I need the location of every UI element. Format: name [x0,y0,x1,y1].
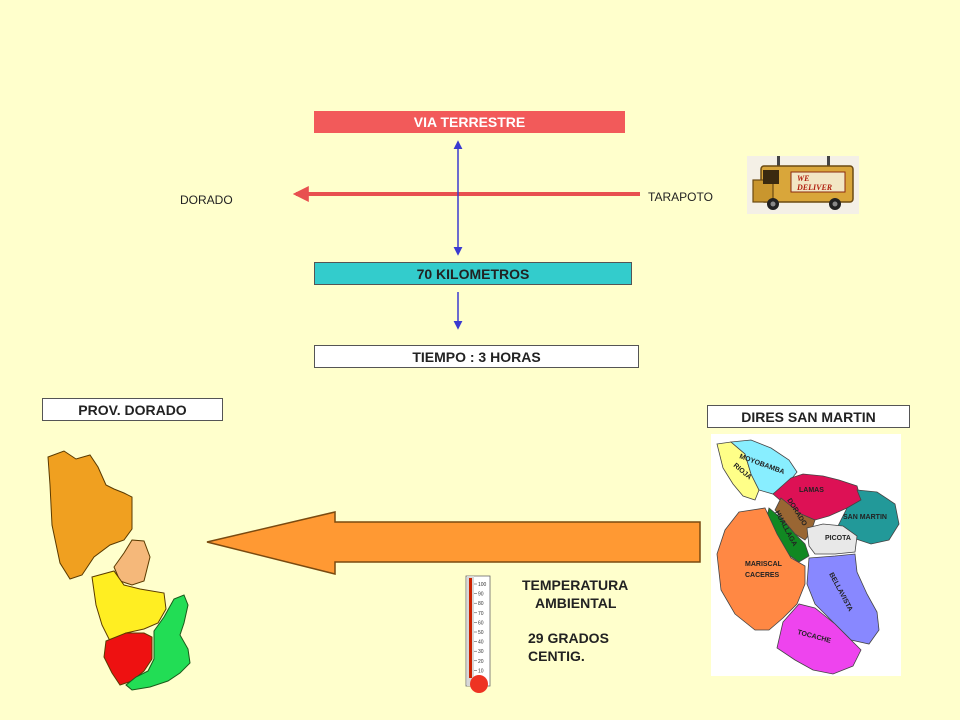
thermometer-tick-label: 50 [478,630,484,636]
dorado-province-map [47,450,191,691]
region-san-martin [836,489,900,545]
district-yellow [91,570,167,642]
thermometer-tick-label: 80 [478,601,484,607]
big-arrow [206,511,701,575]
label-lamas: LAMAS [799,487,824,494]
prov-dorado-label: PROV. DORADO [78,401,187,418]
thermometer-tick-label: 60 [478,620,484,626]
temperature-value1: 29 GRADOS [528,630,609,646]
time-box: TIEMPO : 3 HORAS [314,345,639,368]
temperature-title: TEMPERATURA AMBIENTAL [522,576,628,612]
district-peach [113,539,151,586]
temperature-value: 29 GRADOS CENTIG. [528,629,609,665]
region-mariscal-caceres [716,507,806,631]
district-green [125,594,191,691]
destination-label: DORADO [180,193,233,207]
district-red [103,632,153,686]
thermometer-tick-label: 70 [478,611,484,617]
san-martin-map: MOYOBAMBA RIOJA LAMAS DORADO HUALLAGA SA… [711,434,901,676]
time-label: TIEMPO : 3 HORAS [412,348,541,365]
temperature-label1: TEMPERATURA [522,577,629,593]
thermometer-tick-label: 20 [478,659,484,665]
district-orange [47,450,133,580]
label-caceres: CACERES [745,572,780,579]
dires-san-martin-label: DIRES SAN MARTIN [741,408,876,425]
via-terrestre-box: VIA TERRESTRE [314,111,625,133]
region-picota [806,523,858,555]
distance-label: 70 KILOMETROS [416,265,530,282]
via-terrestre-label: VIA TERRESTRE [413,114,526,130]
thermometer-tick-label: 40 [478,640,484,646]
thermometer-tick-label: 90 [478,592,484,598]
thermometer-tick-label: 30 [478,649,484,655]
distance-box: 70 KILOMETROS [314,262,632,285]
region-dorado [774,497,816,541]
truck-image: WE DELIVER [747,156,859,214]
label-san-martin: SAN MARTIN [843,514,887,521]
thermometer-icon: 100 90 80 70 60 50 40 30 20 10 [465,575,491,693]
dires-san-martin-box: DIRES SAN MARTIN [707,405,910,428]
origin-label: TARAPOTO [648,190,713,204]
truck-sign-line1: WE [797,174,809,183]
label-mariscal: MARISCAL [745,561,783,568]
region-tocache [776,603,862,675]
truck-sign-line2: DELIVER [796,183,833,192]
prov-dorado-box: PROV. DORADO [42,398,223,421]
thermometer-tick-label: 100 [478,582,487,588]
temperature-value2: CENTIG. [528,648,585,664]
label-picota: PICOTA [825,535,851,542]
thermometer-tick-label: 10 [478,668,484,674]
region-bellavista [806,553,880,645]
temperature-label2: AMBIENTAL [535,595,617,611]
